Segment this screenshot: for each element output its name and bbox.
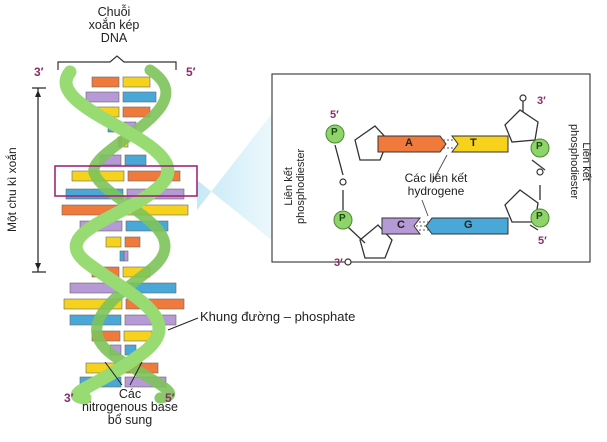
helix-end-right-bottom: 5′ — [165, 391, 175, 405]
phosphodiester-left-line-1: Liên kết — [283, 167, 295, 206]
backbone-label: Khung đường – phosphate — [200, 309, 356, 324]
detail-base-t-shape — [451, 135, 509, 153]
rung-right-base — [122, 91, 157, 103]
zoom-beam — [197, 98, 284, 250]
hydrogen-bonds-label-line-2: hydrogene — [407, 183, 465, 198]
phosphodiester-right-line-1: Liên kết — [580, 142, 592, 181]
detail-backbone — [334, 100, 546, 259]
detail-base-c-label: C — [397, 219, 405, 231]
detail-end-bottom-right: 5′ — [538, 235, 547, 247]
detail-end-top-right: 3′ — [537, 95, 546, 107]
rung-left-base — [85, 91, 120, 103]
rung-left-base — [119, 250, 125, 262]
backbone-strand-front — [59, 65, 175, 405]
rung-right-base — [127, 170, 181, 182]
backbone-leader — [167, 317, 199, 331]
phosphodiester-label-right: Liên kết phosphodiester — [568, 124, 592, 200]
detail-end-bottom-left: 3′ — [334, 257, 343, 269]
rung-left-base — [91, 76, 120, 88]
detail-base-t-label: T — [470, 137, 477, 149]
hydrogen-bond-dashes — [416, 139, 455, 231]
rung-left-base — [65, 188, 124, 200]
helix-cycle-label: Một chu kì xoắn — [5, 147, 19, 232]
phosphate-label-2: P — [339, 213, 346, 224]
detail-base-g-label: G — [464, 219, 473, 231]
helix-end-left-bottom: 3′ — [64, 391, 74, 405]
bases-leader-2 — [129, 361, 143, 386]
helix-end-left-top: 3′ — [34, 65, 44, 79]
hydrogen-bonds-label: Các liên kết hydrogene — [388, 172, 484, 197]
phosphodiester-left-line-2: phosphodiester — [294, 148, 307, 224]
rung-right-base — [122, 76, 151, 88]
phosphodiester-label-left: Liên kết phosphodiester — [283, 148, 307, 224]
rung-right-base — [124, 236, 141, 248]
rung-left-base — [63, 298, 123, 310]
double-helix-label: Chuỗi xoắn kép DNA — [74, 5, 154, 46]
rung-right-base — [123, 330, 153, 342]
phosphate-label-3: P — [536, 141, 543, 152]
highlight-box — [54, 165, 198, 197]
detail-base-a-label: A — [405, 137, 413, 149]
phosphate-label-4: P — [536, 211, 543, 222]
double-helix-label-line-1: Chuỗi — [97, 5, 131, 19]
hydrogen-bonds-label-line-1: Các liên kết — [404, 171, 468, 185]
complementary-bases-label: Các nitrogenous base bổ sung — [70, 387, 190, 428]
bases-label-line-2: nitrogenous base — [82, 400, 178, 415]
bases-label-line-1: Các — [118, 387, 142, 401]
detail-end-top-left: 5′ — [330, 109, 339, 121]
phosphodiester-right-line-2: phosphodiester — [568, 124, 581, 200]
cycle-dimension — [32, 87, 46, 273]
bases-leader-1 — [104, 361, 123, 386]
double-helix-label-line-3: DNA — [100, 31, 128, 46]
detail-base-c-shape — [381, 217, 421, 235]
double-helix-label-line-2: xoắn kép — [88, 18, 140, 33]
rung-right-base — [124, 154, 147, 166]
top-brace — [57, 55, 177, 70]
detail-base-g-shape — [425, 217, 509, 235]
rung-right-base — [123, 250, 129, 262]
phosphate-group — [325, 124, 550, 230]
rung-left-base — [105, 236, 122, 248]
helix-end-right-top: 5′ — [186, 65, 196, 79]
bases-label-line-3: bổ sung — [107, 413, 153, 428]
phosphate-label-1: P — [331, 127, 338, 138]
